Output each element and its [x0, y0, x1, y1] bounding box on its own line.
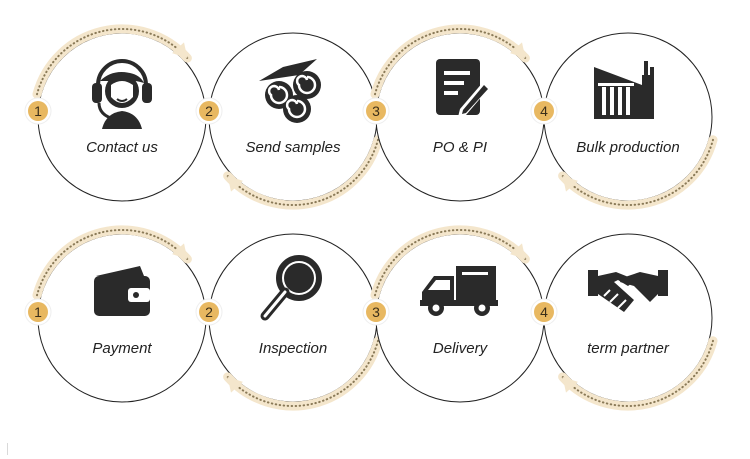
step-number: 3	[372, 304, 380, 320]
flow-arrow-band	[370, 24, 530, 99]
flow-arrow-head	[510, 42, 526, 59]
step-number-badge: 1	[24, 97, 52, 125]
flow-arrow-band	[32, 24, 192, 99]
step-node: 4	[530, 32, 718, 210]
step-node: 1	[24, 225, 207, 403]
flow-arrow-band	[558, 336, 718, 411]
step-node: 4	[530, 233, 718, 411]
step-number-badge: 2	[195, 298, 223, 326]
step-circle	[543, 233, 713, 403]
step-circle	[375, 233, 545, 403]
flow-arrow-head	[562, 175, 578, 192]
step-node: 2	[195, 233, 383, 411]
step-number-badge: 4	[530, 298, 558, 326]
step-circle	[37, 233, 207, 403]
step-circle	[375, 32, 545, 202]
step-label: Bulk production	[576, 139, 680, 156]
flow-arrow-head	[510, 243, 526, 260]
step-node: 1	[24, 24, 207, 202]
flow-arrow-band	[223, 336, 383, 411]
step-label: Contact us	[86, 139, 158, 156]
flow-arrow-band	[32, 225, 192, 300]
step-number: 1	[34, 304, 42, 320]
flow-arrow-band	[223, 135, 383, 210]
step-label: PO & PI	[432, 139, 488, 156]
step-number-badge: 2	[195, 97, 223, 125]
flow-arrow-head	[172, 243, 188, 260]
flow-arrow-head	[172, 42, 188, 59]
step-node: 3	[362, 24, 545, 202]
step-node: 2	[195, 32, 383, 210]
flow-arrow-band	[558, 135, 718, 210]
step-number: 4	[540, 304, 548, 320]
flow-arrow-band	[370, 225, 530, 300]
flow-arrow-head	[562, 376, 578, 393]
step-node: 3	[362, 225, 545, 403]
step-number-badge: 3	[362, 97, 390, 125]
step-number-badge: 1	[24, 298, 52, 326]
step-number: 2	[205, 304, 213, 320]
step-number-badge: 3	[362, 298, 390, 326]
step-number: 2	[205, 103, 213, 119]
step-label: Delivery	[432, 340, 488, 357]
step-number: 3	[372, 103, 380, 119]
step-label: term partner	[587, 340, 669, 357]
step-number: 1	[34, 103, 42, 119]
step-number-badge: 4	[530, 97, 558, 125]
edge-mark	[7, 443, 8, 455]
step-number: 4	[540, 103, 548, 119]
flow-arrow-head	[227, 175, 243, 192]
step-label: Send samples	[245, 139, 341, 156]
step-label: Payment	[92, 340, 152, 357]
step-label: Inspection	[258, 340, 328, 357]
flow-arrow-head	[227, 376, 243, 393]
